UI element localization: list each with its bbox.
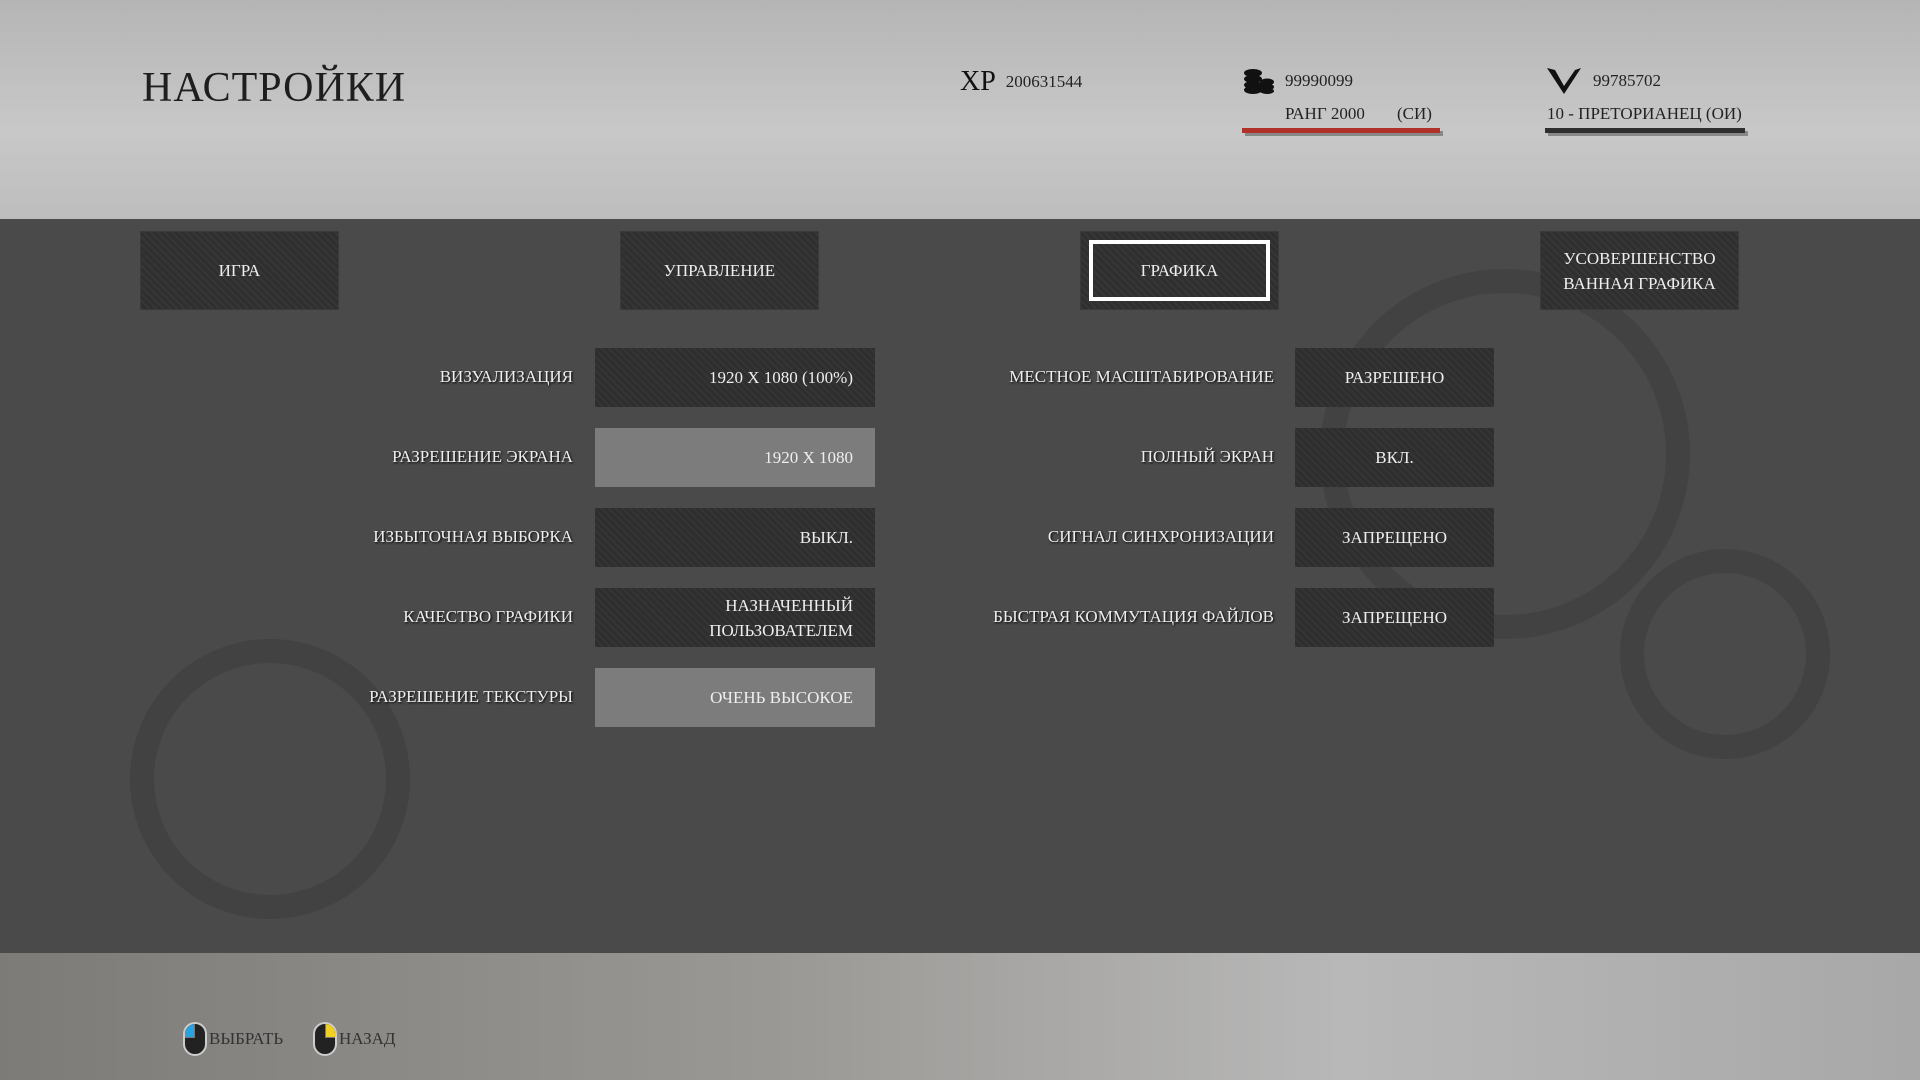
setting-label: МЕСТНОЕ МАСШТАБИРОВАНИЕ: [1009, 367, 1274, 386]
local-scaling-select[interactable]: РАЗРЕШЕНО: [1295, 348, 1494, 407]
page-title: НАСТРОЙКИ: [142, 65, 407, 111]
setting-label: СИГНАЛ СИНХРОНИЗАЦИИ: [1047, 527, 1274, 546]
select-hint[interactable]: ВЫБРАТЬ: [183, 1022, 283, 1056]
setting-label: ПОЛНЫЙ ЭКРАН: [1140, 447, 1274, 466]
setting-value: ВЫКЛ.: [799, 528, 853, 547]
setting-label: ВИЗУАЛИЗАЦИЯ: [439, 367, 573, 386]
setting-label: БЫСТРАЯ КОММУТАЦИЯ ФАЙЛОВ: [993, 607, 1274, 626]
fast-file-switching-toggle[interactable]: ЗАПРЕЩЕНО: [1295, 588, 1494, 647]
vsync-toggle[interactable]: ЗАПРЕЩЕНО: [1295, 508, 1494, 567]
tab-label: ГРАФИКА: [1140, 261, 1219, 280]
v-emblem-icon: [1547, 68, 1581, 94]
gear-decoration-icon: [1620, 549, 1830, 759]
setting-value: 1920 X 1080: [764, 448, 853, 467]
settings-panel: [0, 219, 1920, 953]
rendering-select[interactable]: 1920 X 1080 (100%): [595, 348, 875, 407]
tokens-stat: 99785702: [1545, 66, 1661, 96]
header-background: [0, 0, 1920, 219]
xp-label: XP: [960, 66, 996, 97]
xp-value: 200631544: [1005, 72, 1083, 91]
setting-value: 1920 X 1080 (100%): [708, 368, 853, 387]
tab-label: ИГРА: [218, 261, 261, 280]
tier-progress-bar: [1545, 128, 1745, 133]
hint-label: ВЫБРАТЬ: [209, 1029, 284, 1048]
setting-value: ВКЛ.: [1375, 448, 1414, 467]
setting-label: РАЗРЕШЕНИЕ ТЕКСТУРЫ: [369, 687, 573, 706]
setting-value: ЗАПРЕЩЕНО: [1342, 608, 1447, 627]
tab-controls[interactable]: УПРАВЛЕНИЕ: [620, 231, 819, 310]
xp-stat: XP 200631544: [960, 66, 1082, 98]
setting-value: НАЗНАЧЕННЫЙ ПОЛЬЗОВАТЕЛЕМ: [709, 595, 853, 640]
setting-value: ОЧЕНЬ ВЫСОКОЕ: [710, 688, 853, 707]
fullscreen-toggle[interactable]: ВКЛ.: [1295, 428, 1494, 487]
coins-stat: 99990099: [1243, 68, 1353, 94]
mouse-right-click-icon: [313, 1022, 337, 1056]
texture-resolution-select[interactable]: ОЧЕНЬ ВЫСОКОЕ: [595, 668, 875, 727]
tokens-value: 99785702: [1593, 71, 1661, 90]
tab-label: УСОВЕРШЕНСТВО ВАННАЯ ГРАФИКА: [1563, 248, 1716, 293]
tab-label: УПРАВЛЕНИЕ: [663, 261, 776, 280]
coins-icon: [1244, 69, 1274, 94]
tab-graphics[interactable]: ГРАФИКА: [1080, 231, 1279, 310]
tab-game[interactable]: ИГРА: [140, 231, 339, 310]
rank-suffix: (СИ): [1397, 104, 1432, 123]
setting-value: ЗАПРЕЩЕНО: [1342, 528, 1447, 547]
tier-label: 10 - ПРЕТОРИАНЕЦ (ОИ): [1547, 104, 1742, 123]
setting-label: РАЗРЕШЕНИЕ ЭКРАНА: [392, 447, 573, 466]
setting-value: РАЗРЕШЕНО: [1344, 368, 1445, 387]
back-hint[interactable]: НАЗАД: [313, 1022, 396, 1056]
footer-background: [0, 953, 1920, 1080]
hint-label: НАЗАД: [339, 1029, 396, 1048]
coins-value: 99990099: [1285, 71, 1353, 90]
tab-advanced-graphics[interactable]: УСОВЕРШЕНСТВО ВАННАЯ ГРАФИКА: [1540, 231, 1739, 310]
setting-label: ИЗБЫТОЧНАЯ ВЫБОРКА: [373, 527, 573, 546]
selection-frame: [1089, 240, 1270, 301]
screen-resolution-select[interactable]: 1920 X 1080: [595, 428, 875, 487]
supersampling-select[interactable]: ВЫКЛ.: [595, 508, 875, 567]
rank-progress-bar: [1242, 128, 1440, 133]
setting-label: КАЧЕСТВО ГРАФИКИ: [403, 607, 573, 626]
gear-decoration-icon: [130, 639, 410, 919]
rank-label: РАНГ 2000: [1285, 104, 1365, 123]
graphics-quality-select[interactable]: НАЗНАЧЕННЫЙ ПОЛЬЗОВАТЕЛЕМ: [595, 588, 875, 647]
mouse-left-click-icon: [183, 1022, 207, 1056]
